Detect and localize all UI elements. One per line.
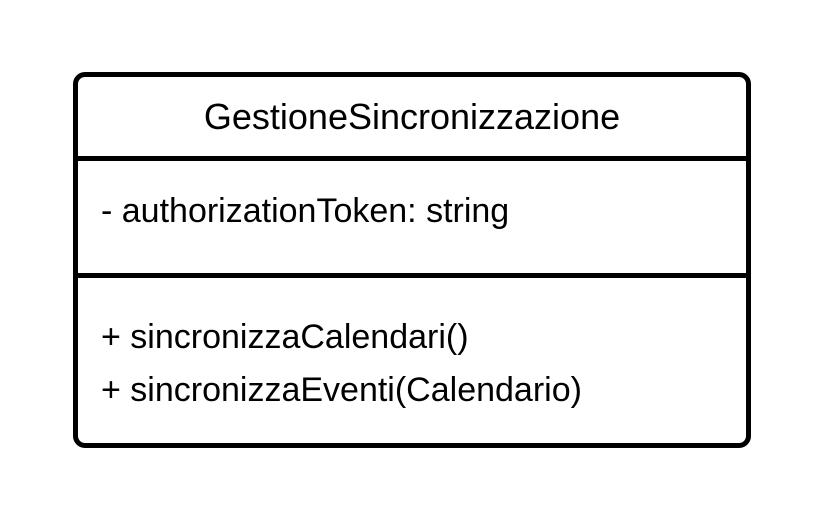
attribute-authorization-token: - authorizationToken: string — [101, 192, 510, 230]
attributes-divider — [78, 273, 746, 278]
method-sincronizza-eventi: + sincronizzaEventi(Calendario) — [101, 371, 582, 409]
uml-class-box: GestioneSincronizzazione - authorization… — [73, 72, 751, 448]
attributes-section: - authorizationToken: string — [101, 189, 509, 233]
class-name: GestioneSincronizzazione — [203, 96, 621, 137]
name-divider — [78, 156, 746, 161]
method-sincronizza-calendari: + sincronizzaCalendari() — [101, 318, 469, 356]
methods-section: + sincronizzaCalendari() + sincronizzaEv… — [101, 311, 582, 417]
